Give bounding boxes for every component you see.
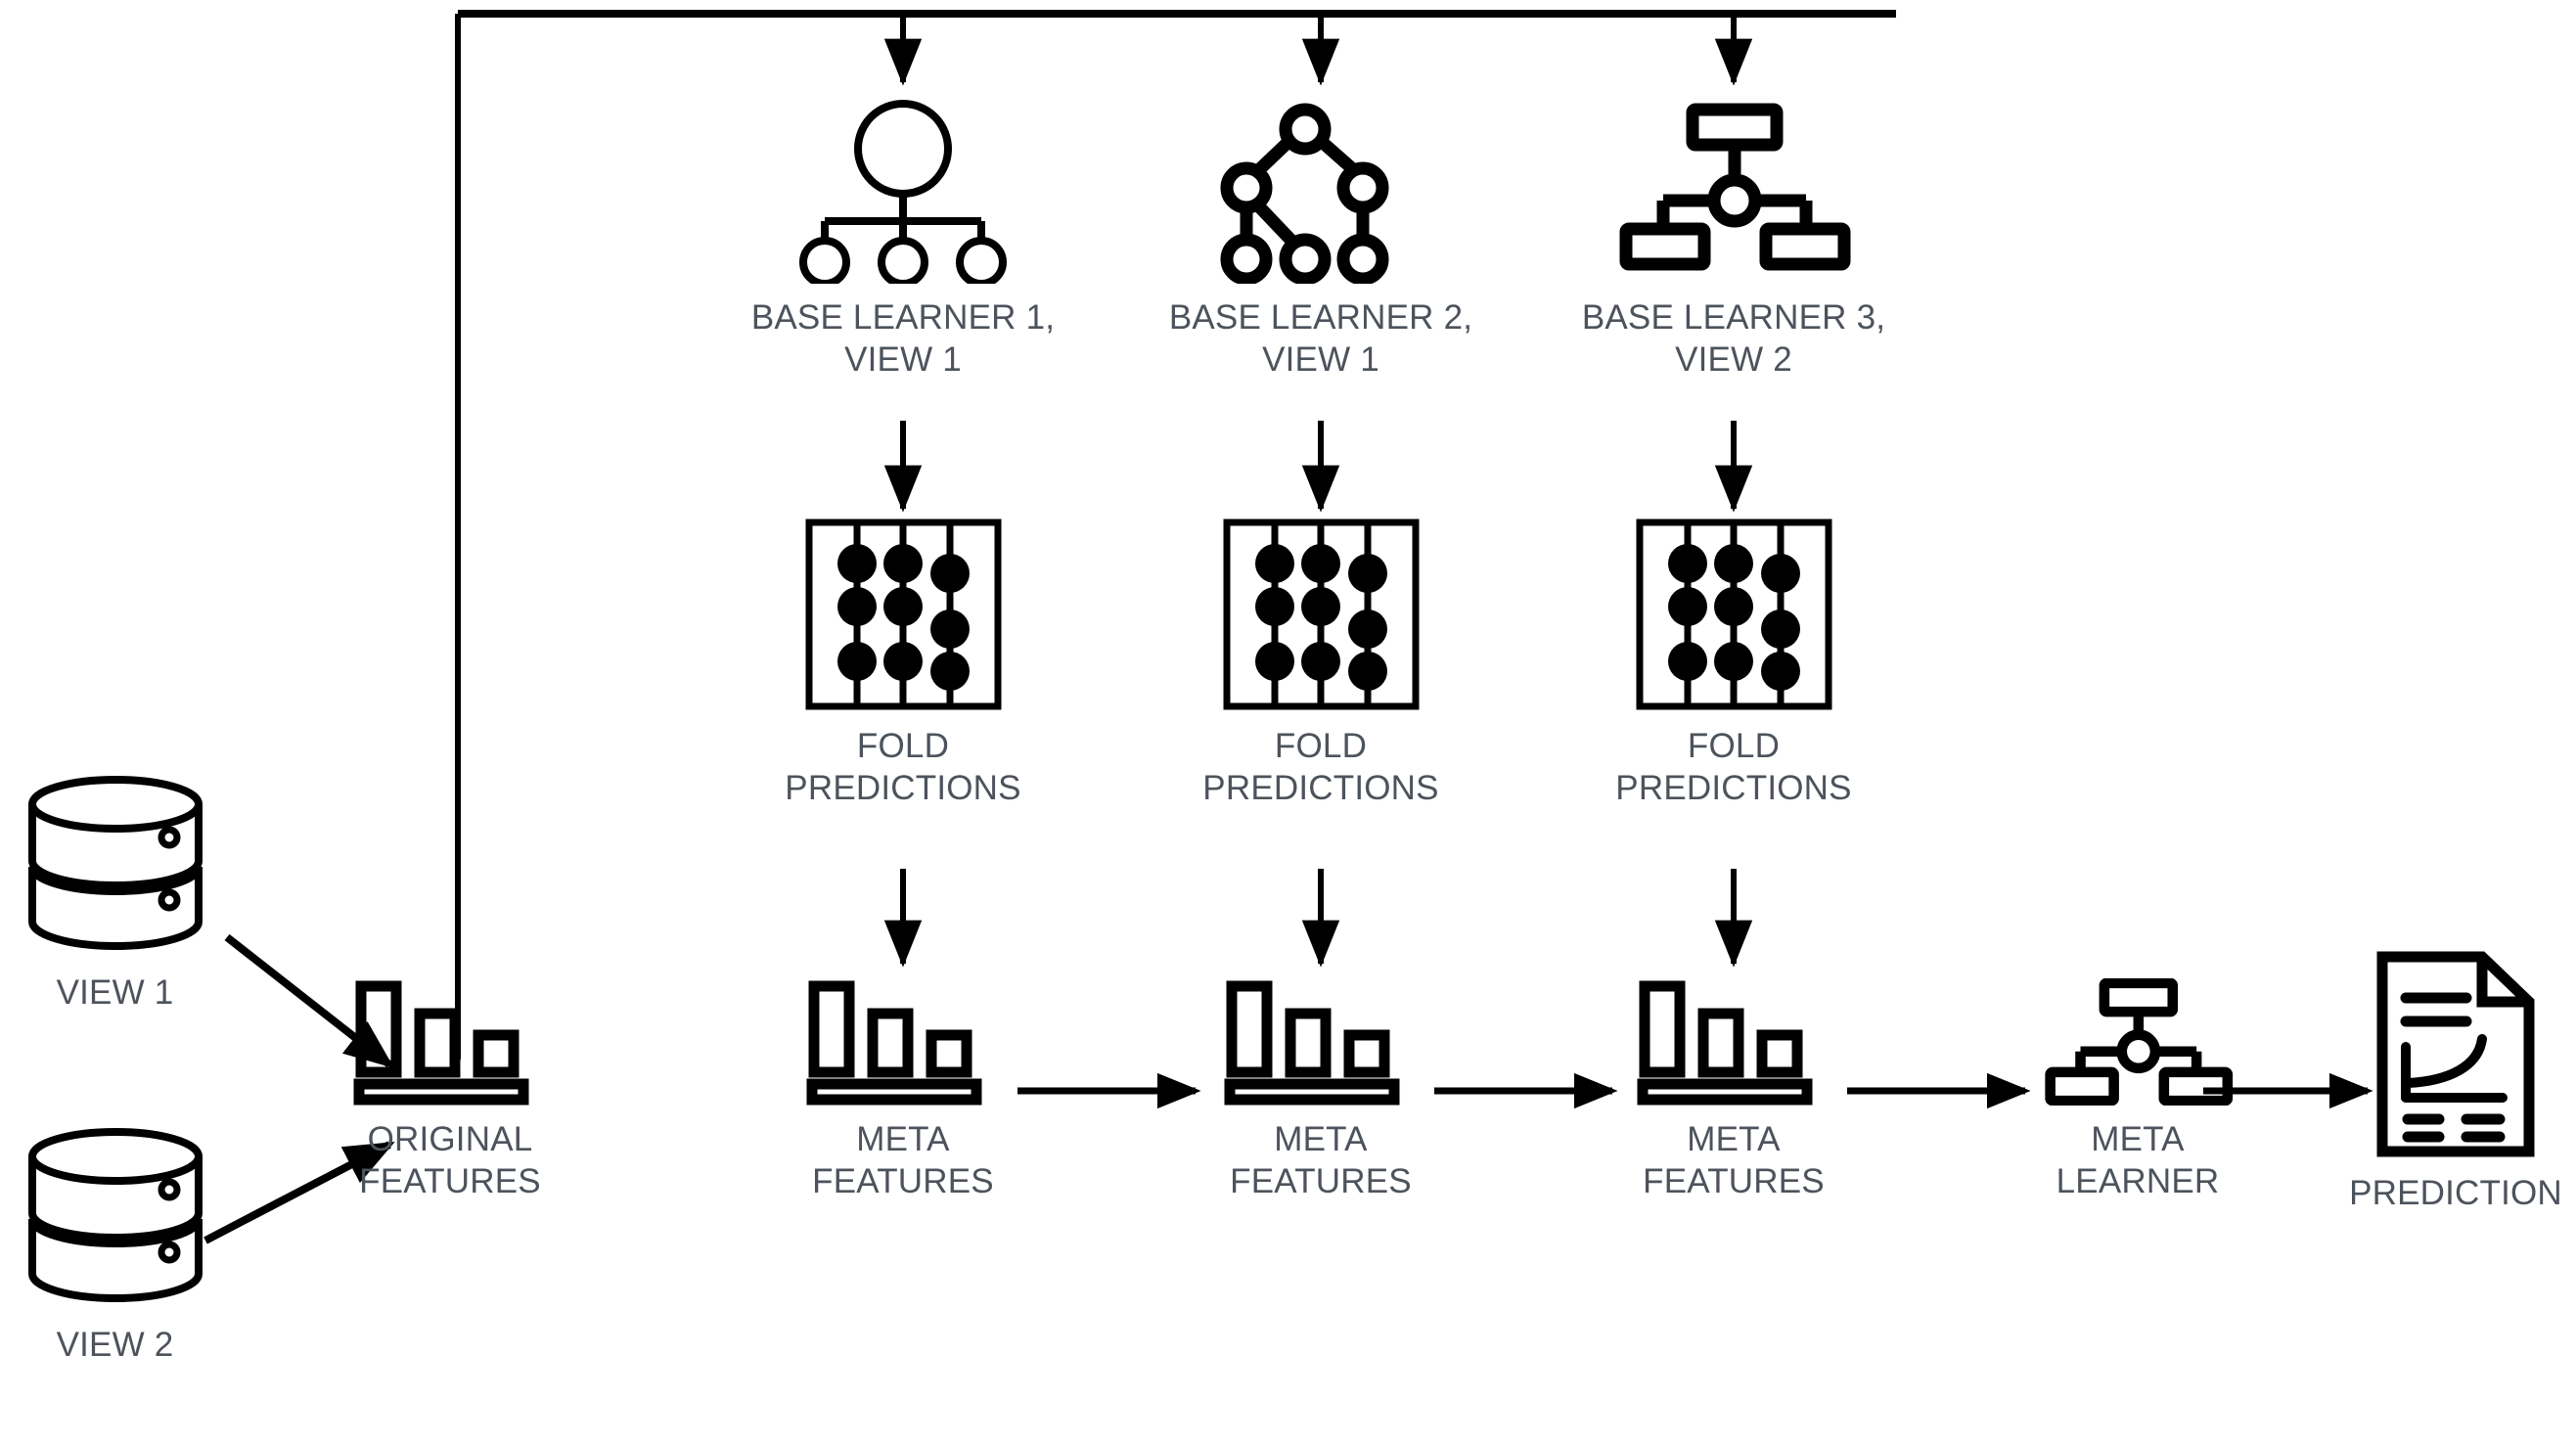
- base-learner-1[interactable]: BASE LEARNER 1, VIEW 1: [742, 98, 1064, 381]
- meta-features-3-label: META FEATURES: [1643, 1120, 1825, 1200]
- fold-predictions-2-label: FOLD PREDICTIONS: [1202, 727, 1439, 807]
- arrows-folds-to-metafeatures: [883, 869, 1753, 968]
- meta-learner-label: META LEARNER: [2056, 1120, 2220, 1200]
- decision-tree-icon: [1203, 98, 1438, 286]
- database-cylinder-icon: [18, 1125, 213, 1311]
- abacus-icon: [1221, 517, 1422, 712]
- source-view-1[interactable]: VIEW 1: [10, 773, 220, 1015]
- meta-features-1-label: META FEATURES: [812, 1120, 994, 1200]
- abacus-icon: [1634, 517, 1834, 712]
- bar-chart-icon: [800, 978, 1006, 1106]
- meta-learner[interactable]: META LEARNER: [2011, 977, 2265, 1202]
- prediction[interactable]: PREDICTION: [2328, 949, 2576, 1215]
- meta-features-2-label: META FEATURES: [1230, 1120, 1412, 1200]
- base-learner-2[interactable]: BASE LEARNER 2, VIEW 1: [1159, 98, 1482, 381]
- bar-chart-icon: [1631, 978, 1836, 1106]
- fold-predictions-3-label: FOLD PREDICTIONS: [1615, 727, 1852, 807]
- source-view-1-label: VIEW 1: [56, 973, 174, 1012]
- database-cylinder-icon: [18, 773, 213, 959]
- fold-predictions-3[interactable]: FOLD PREDICTIONS: [1606, 517, 1861, 809]
- bar-chart-icon: [347, 978, 553, 1106]
- bar-chart-icon: [1218, 978, 1424, 1106]
- original-features[interactable]: ORIGINAL FEATURES: [323, 978, 577, 1202]
- arrows-baselearner-to-folds: [883, 421, 1753, 513]
- abacus-icon: [803, 517, 1004, 712]
- fold-predictions-1[interactable]: FOLD PREDICTIONS: [776, 517, 1030, 809]
- base-learner-3[interactable]: BASE LEARNER 3, VIEW 2: [1572, 98, 1895, 381]
- meta-features-1[interactable]: META FEATURES: [776, 978, 1030, 1202]
- source-view-2[interactable]: VIEW 2: [10, 1125, 220, 1367]
- base-learner-1-label: BASE LEARNER 1, VIEW 1: [750, 298, 1056, 379]
- meta-features-3[interactable]: META FEATURES: [1606, 978, 1861, 1202]
- report-document-icon: [2373, 949, 2539, 1159]
- source-view-2-label: VIEW 2: [56, 1326, 174, 1364]
- neural-network-icon: [786, 98, 1020, 288]
- base-learner-2-label: BASE LEARNER 2, VIEW 1: [1168, 298, 1473, 379]
- hierarchy-network-icon: [1616, 98, 1851, 284]
- fold-predictions-2[interactable]: FOLD PREDICTIONS: [1194, 517, 1448, 809]
- original-features-label: ORIGINAL FEATURES: [359, 1120, 541, 1200]
- prediction-label: PREDICTION: [2349, 1174, 2562, 1212]
- hierarchy-network-icon: [2040, 977, 2236, 1106]
- fold-predictions-1-label: FOLD PREDICTIONS: [785, 727, 1021, 807]
- meta-features-2[interactable]: META FEATURES: [1194, 978, 1448, 1202]
- base-learner-3-label: BASE LEARNER 3, VIEW 2: [1581, 298, 1886, 379]
